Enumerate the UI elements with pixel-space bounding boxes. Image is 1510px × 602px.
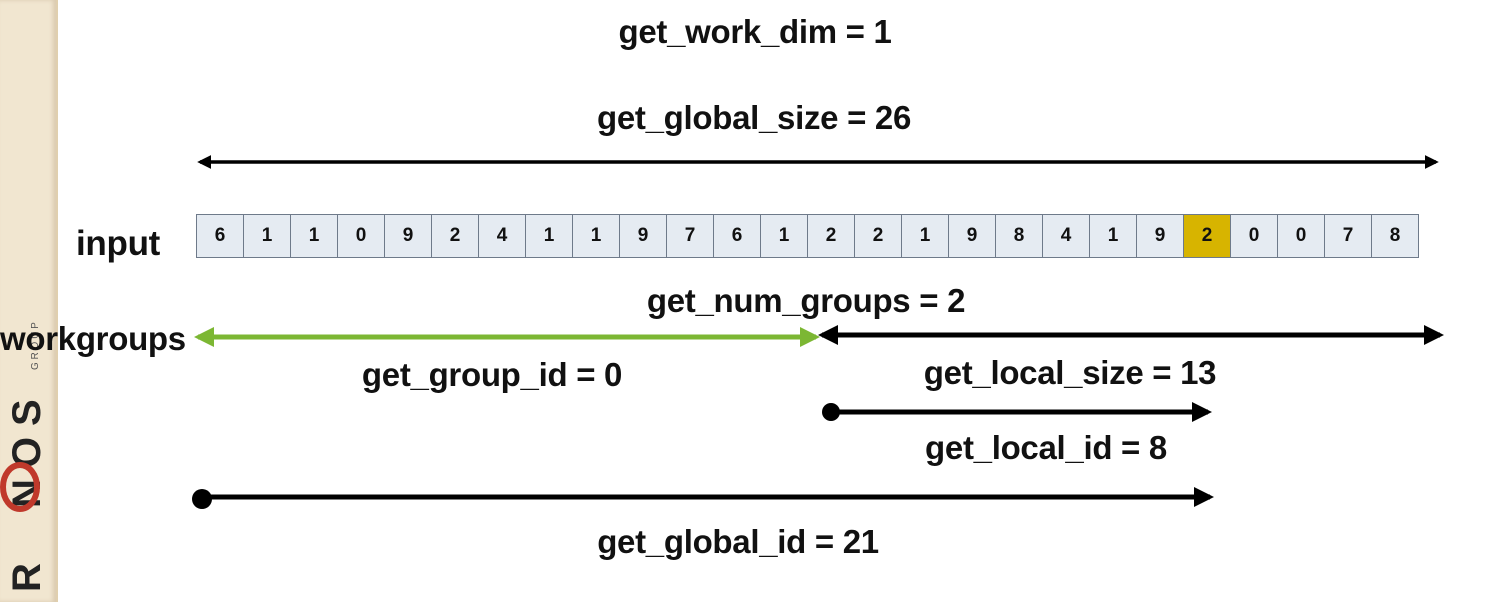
input-cell: 6 [196, 214, 244, 258]
input-cell-highlighted: 2 [1183, 214, 1231, 258]
svg-text:G R O U P: G R O U P [30, 322, 41, 370]
group-id-label: get_group_id = 0 [361, 356, 623, 393]
input-cell: 0 [337, 214, 385, 258]
input-cell: 9 [619, 214, 667, 258]
input-cell: 9 [1136, 214, 1184, 258]
input-cell: 2 [431, 214, 479, 258]
input-cell: 8 [1371, 214, 1419, 258]
input-cell: 9 [384, 214, 432, 258]
input-cell: 2 [854, 214, 902, 258]
input-cell: 4 [1042, 214, 1090, 258]
input-cell: 8 [995, 214, 1043, 258]
input-cell: 7 [1324, 214, 1372, 258]
input-cell: 1 [572, 214, 620, 258]
input-label: input [76, 224, 161, 263]
khronos-logo: R N O S G R O U P [0, 300, 56, 602]
input-cell: 1 [1089, 214, 1137, 258]
input-cell: 1 [525, 214, 573, 258]
input-cell: 6 [713, 214, 761, 258]
input-cell: 1 [290, 214, 338, 258]
local-id-label: get_local_id = 8 [925, 429, 1167, 466]
work-dim-label: get_work_dim = 1 [618, 13, 892, 50]
local-size-label: get_local_size = 13 [923, 354, 1217, 391]
input-cell: 1 [760, 214, 808, 258]
workgroups-label: workgroups [0, 320, 186, 357]
svg-text:R: R [5, 563, 49, 592]
input-cell: 2 [807, 214, 855, 258]
input-cell: 1 [243, 214, 291, 258]
input-cell: 1 [901, 214, 949, 258]
input-cell: 7 [666, 214, 714, 258]
svg-text:S: S [5, 399, 49, 426]
global-size-label: get_global_size = 26 [596, 99, 912, 136]
left-sidebar-strip: R N O S G R O U P [0, 0, 58, 602]
input-cell: 4 [478, 214, 526, 258]
input-cell: 0 [1277, 214, 1325, 258]
input-cell: 9 [948, 214, 996, 258]
input-cell: 0 [1230, 214, 1278, 258]
num-groups-label: get_num_groups = 2 [646, 282, 966, 319]
svg-text:O: O [5, 437, 49, 468]
global-id-label: get_global_id = 21 [597, 523, 879, 560]
